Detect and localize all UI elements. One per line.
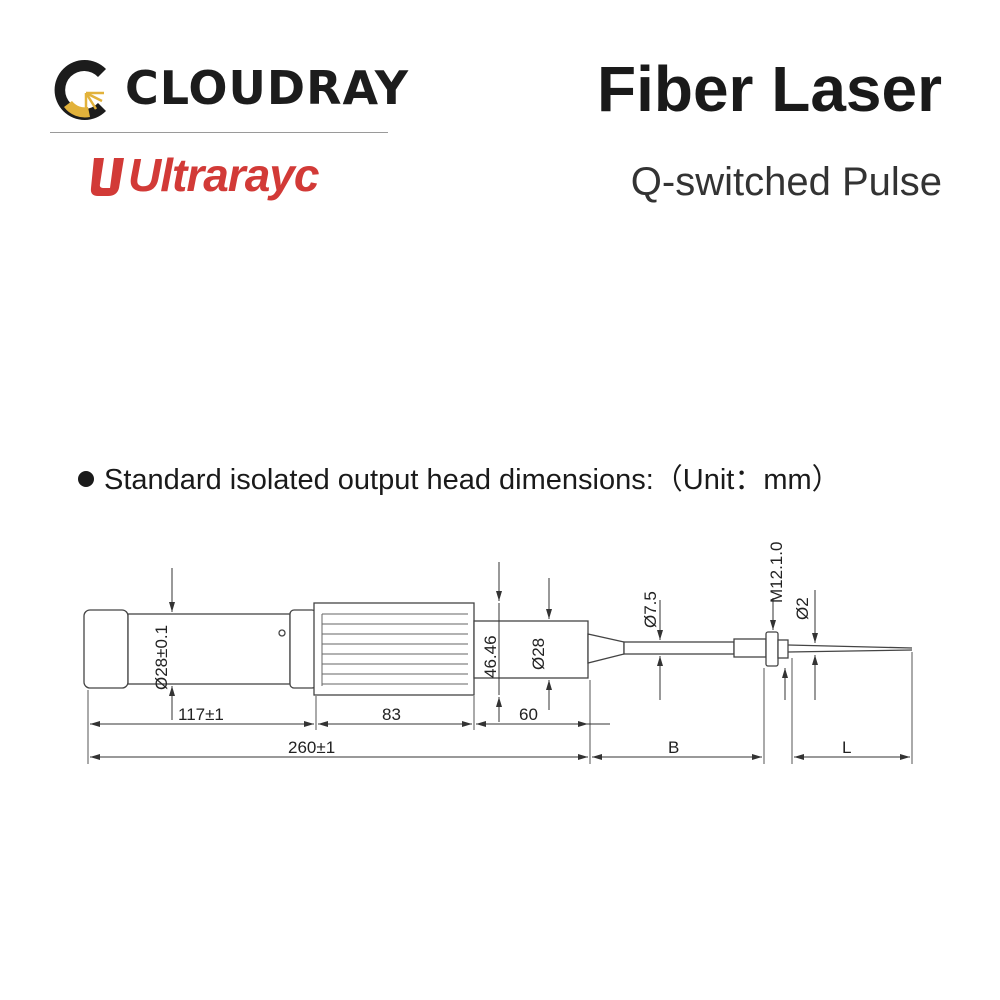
heat-sink-fins (321, 613, 468, 686)
collar (289, 609, 317, 689)
brand-name: CLOUDRAY (125, 61, 409, 115)
connector-b (765, 631, 779, 667)
cloudray-logo: CLOUDRAY (50, 55, 408, 125)
cloudray-logo-icon (54, 60, 106, 121)
label-dia28: Ø28 (529, 638, 548, 670)
label-dia28-tol: Ø28±0.1 (152, 625, 171, 690)
label-60: 60 (519, 705, 538, 724)
ultrarayc-logo: Ultrarayc (90, 148, 360, 206)
rear-tube (473, 620, 589, 679)
logo-divider (50, 132, 388, 133)
tube-screw (278, 629, 286, 637)
fiber-end-2 (787, 649, 913, 653)
vertical-dimensions (169, 562, 818, 722)
label-b: B (668, 738, 679, 757)
head-body (83, 602, 913, 696)
label-dia7-5: Ø7.5 (641, 591, 660, 628)
label-117: 117±1 (178, 705, 224, 724)
sub-brand-name: Ultrarayc (128, 149, 319, 201)
page-subtitle: Q-switched Pulse (630, 160, 942, 204)
label-l: L (842, 738, 851, 757)
caption-text: Standard isolated output head dimensions… (104, 464, 841, 496)
label-dia2: Ø2 (793, 597, 812, 620)
ultrarayc-mark-icon (90, 158, 124, 196)
bullet-icon (78, 471, 94, 487)
connector-c (777, 639, 789, 659)
horizontal-dimensions (90, 721, 910, 760)
label-83: 83 (382, 705, 401, 724)
taper (587, 633, 625, 664)
extension-lines (87, 652, 913, 764)
fiber-cable (623, 641, 735, 655)
fiber-end (787, 644, 913, 649)
label-m12: M12.1.0 (767, 542, 786, 603)
label-260: 260±1 (288, 738, 335, 757)
label-46: 46.46 (481, 635, 500, 678)
heat-sink (313, 602, 475, 696)
connector-a (733, 638, 767, 658)
caption: Standard isolated output head dimensions… (78, 456, 841, 498)
end-cap (83, 609, 129, 689)
page-title: Fiber Laser (596, 53, 942, 125)
